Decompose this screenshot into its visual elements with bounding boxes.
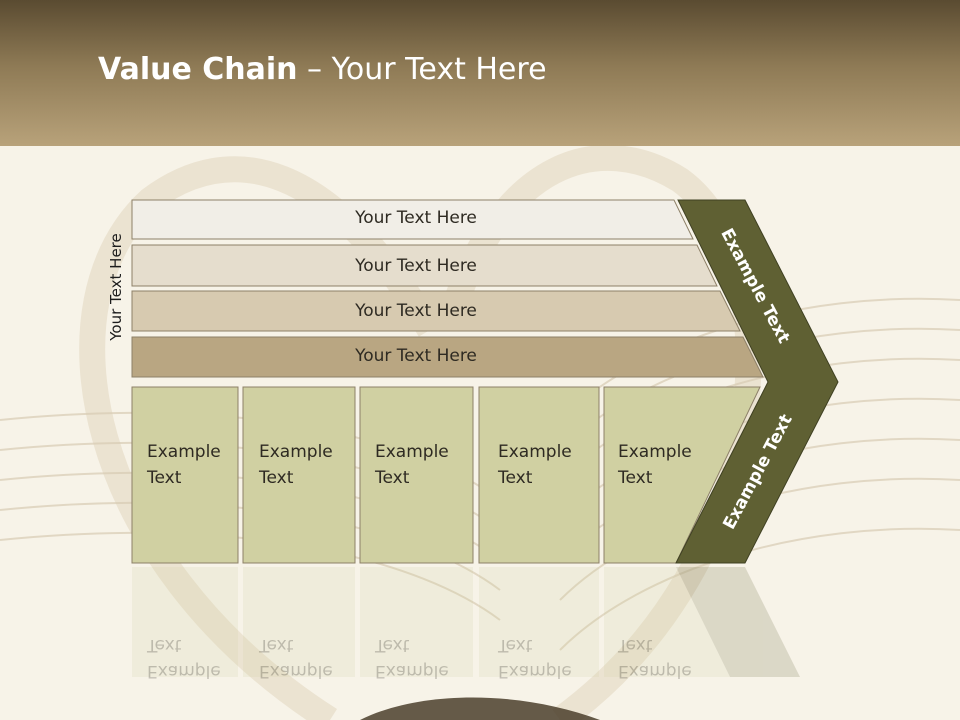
box-4-text: Example Text bbox=[498, 439, 572, 491]
box-2-reflection-line2: Text bbox=[259, 635, 294, 655]
box-5-text: Example Text bbox=[618, 439, 692, 491]
box-3-text: Example Text bbox=[375, 439, 449, 491]
box-4-line1: Example bbox=[498, 442, 572, 462]
bar-3-shape bbox=[131, 290, 741, 332]
box-1-line1: Example bbox=[147, 442, 221, 462]
bar-1-label: Your Text Here bbox=[355, 208, 477, 228]
bar-4-shape bbox=[131, 336, 764, 378]
box-2-reflection: Example Text bbox=[259, 632, 333, 684]
title-bold: Value Chain bbox=[98, 52, 298, 87]
box-1-reflection: Example Text bbox=[147, 632, 221, 684]
box-4-line2: Text bbox=[498, 468, 533, 488]
box-3-reflection-line1: Example bbox=[375, 661, 449, 681]
box-3-reflection-line2: Text bbox=[375, 635, 410, 655]
box-1-reflection-line2: Text bbox=[147, 635, 182, 655]
bar-1-shape bbox=[131, 199, 694, 240]
bar-2-label: Your Text Here bbox=[355, 256, 477, 276]
bar-4-label: Your Text Here bbox=[355, 346, 477, 366]
box-1-shape bbox=[131, 386, 239, 564]
box-5-reflection-line1: Example bbox=[618, 661, 692, 681]
box-4-reflection: Example Text bbox=[498, 632, 572, 684]
box-5-line1: Example bbox=[618, 442, 692, 462]
box-5-reflection-line2: Text bbox=[618, 635, 653, 655]
box-3-line2: Text bbox=[375, 468, 410, 488]
box-2-text: Example Text bbox=[259, 439, 333, 491]
side-label: Your Text Here bbox=[107, 233, 125, 341]
slide-title: Value Chain – Your Text Here bbox=[98, 52, 547, 87]
reflection bbox=[132, 567, 800, 677]
box-2-line2: Text bbox=[259, 468, 294, 488]
box-4-shape bbox=[478, 386, 600, 564]
chevron-shape bbox=[675, 199, 839, 564]
box-5-reflection: Example Text bbox=[618, 632, 692, 684]
box-4-reflection-line2: Text bbox=[498, 635, 533, 655]
title-rest: – Your Text Here bbox=[297, 52, 547, 87]
box-2-line1: Example bbox=[259, 442, 333, 462]
bar-3-label: Your Text Here bbox=[355, 301, 477, 321]
box-1-line2: Text bbox=[147, 468, 182, 488]
box-2-shape bbox=[242, 386, 356, 564]
box-1-text: Example Text bbox=[147, 439, 221, 491]
box-2-reflection-line1: Example bbox=[259, 661, 333, 681]
box-3-shape bbox=[359, 386, 474, 564]
box-1-reflection-line1: Example bbox=[147, 661, 221, 681]
title-bar bbox=[0, 0, 960, 146]
bar-2-shape bbox=[131, 244, 718, 287]
box-4-reflection-line1: Example bbox=[498, 661, 572, 681]
box-3-line1: Example bbox=[375, 442, 449, 462]
box-5-line2: Text bbox=[618, 468, 653, 488]
box-3-reflection: Example Text bbox=[375, 632, 449, 684]
